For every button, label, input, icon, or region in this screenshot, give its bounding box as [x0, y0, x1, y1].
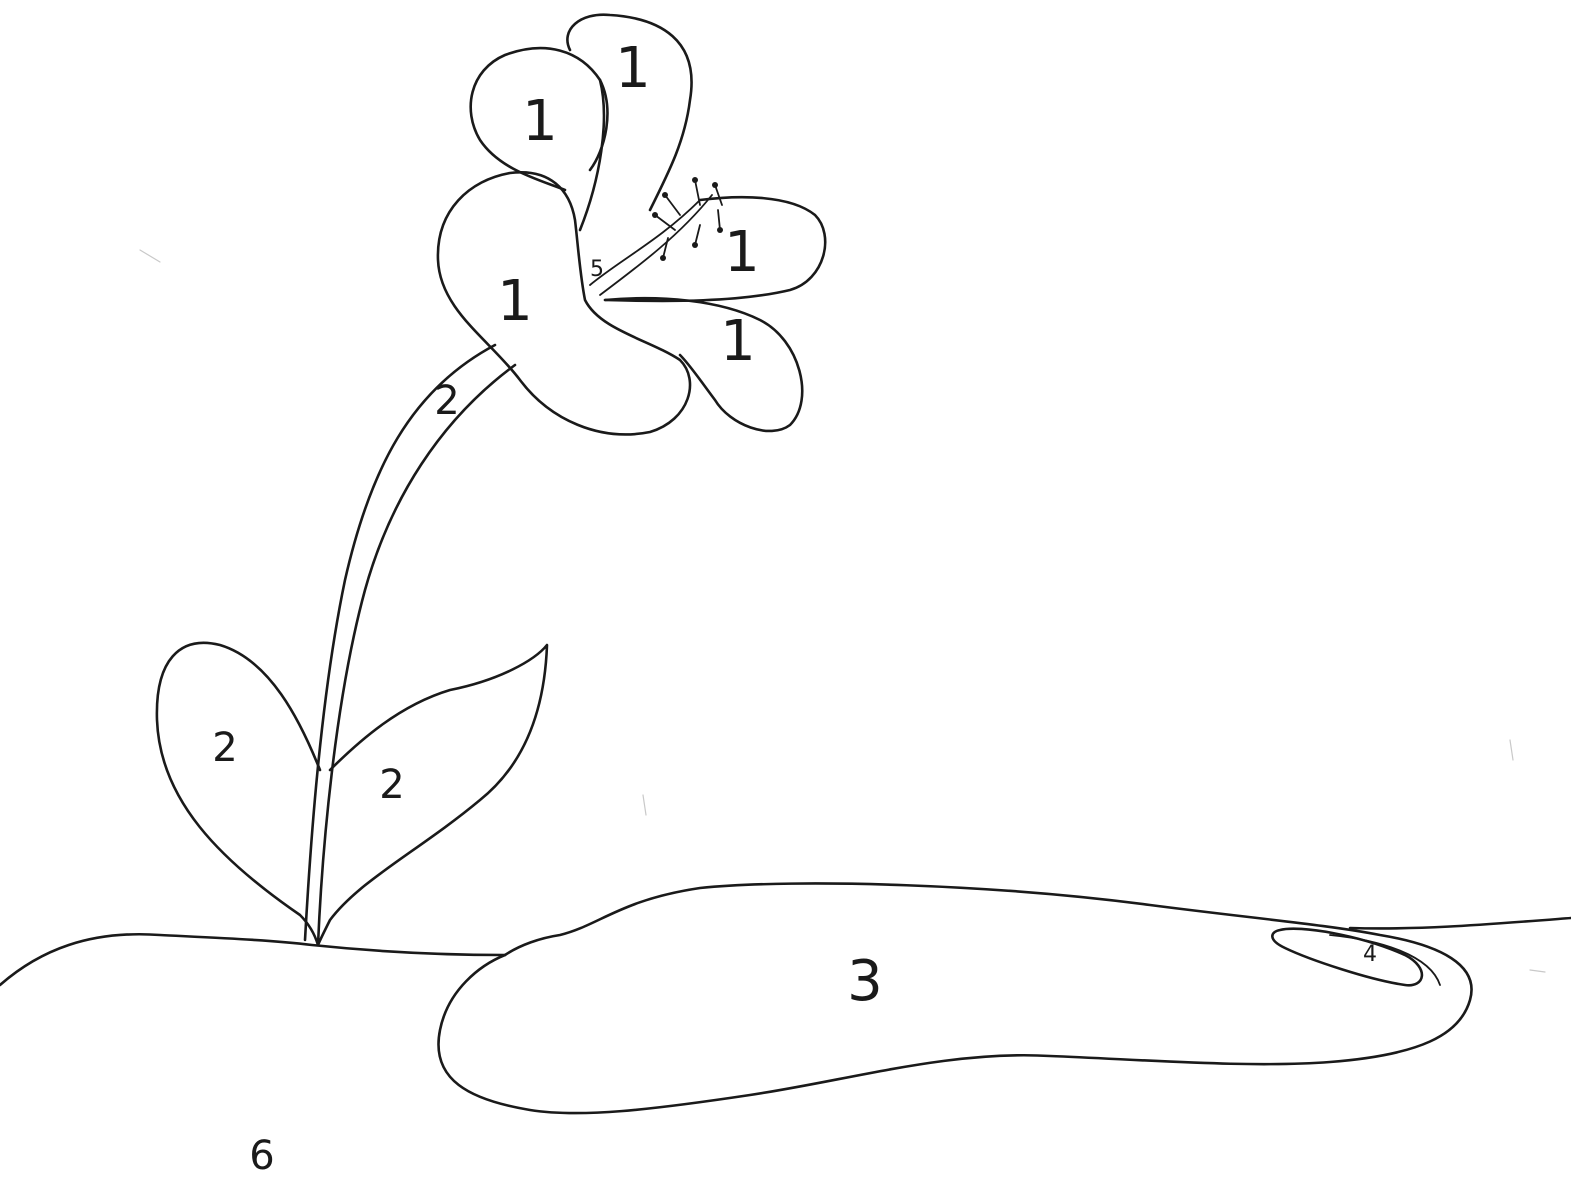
anther — [652, 212, 658, 218]
petal-label: 1 — [497, 269, 533, 334]
pencil-mark — [643, 795, 646, 815]
anther — [692, 242, 698, 248]
petal-label: 1 — [522, 89, 558, 154]
petal-left — [438, 172, 690, 434]
petal-right — [605, 197, 825, 301]
petal-label: 1 — [724, 220, 760, 285]
soil-label: 6 — [249, 1133, 274, 1179]
small-part-edge — [1330, 935, 1440, 985]
center-label: 5 — [590, 257, 604, 282]
anther — [717, 227, 723, 233]
anther — [712, 182, 718, 188]
seed-label: 3 — [847, 949, 883, 1014]
leaf-label: 2 — [379, 762, 404, 808]
stem-label: 2 — [434, 378, 459, 424]
stem-outline — [305, 345, 495, 940]
pencil-mark — [1510, 740, 1513, 760]
petal-bottom-right — [605, 298, 802, 431]
anther — [692, 177, 698, 183]
petal-label: 1 — [615, 36, 651, 101]
left-leaf — [157, 643, 320, 945]
petal-label: 1 — [720, 309, 756, 374]
stamen-filaments — [655, 180, 722, 258]
anther — [662, 192, 668, 198]
leaf-label: 2 — [212, 725, 237, 771]
anther — [660, 255, 666, 261]
small-part-label: 4 — [1363, 942, 1377, 967]
seed-outline — [438, 883, 1471, 1113]
right-leaf — [318, 645, 547, 945]
pencil-mark — [140, 250, 160, 262]
stem-outline-inner — [318, 365, 515, 945]
pencil-mark — [1530, 970, 1545, 972]
